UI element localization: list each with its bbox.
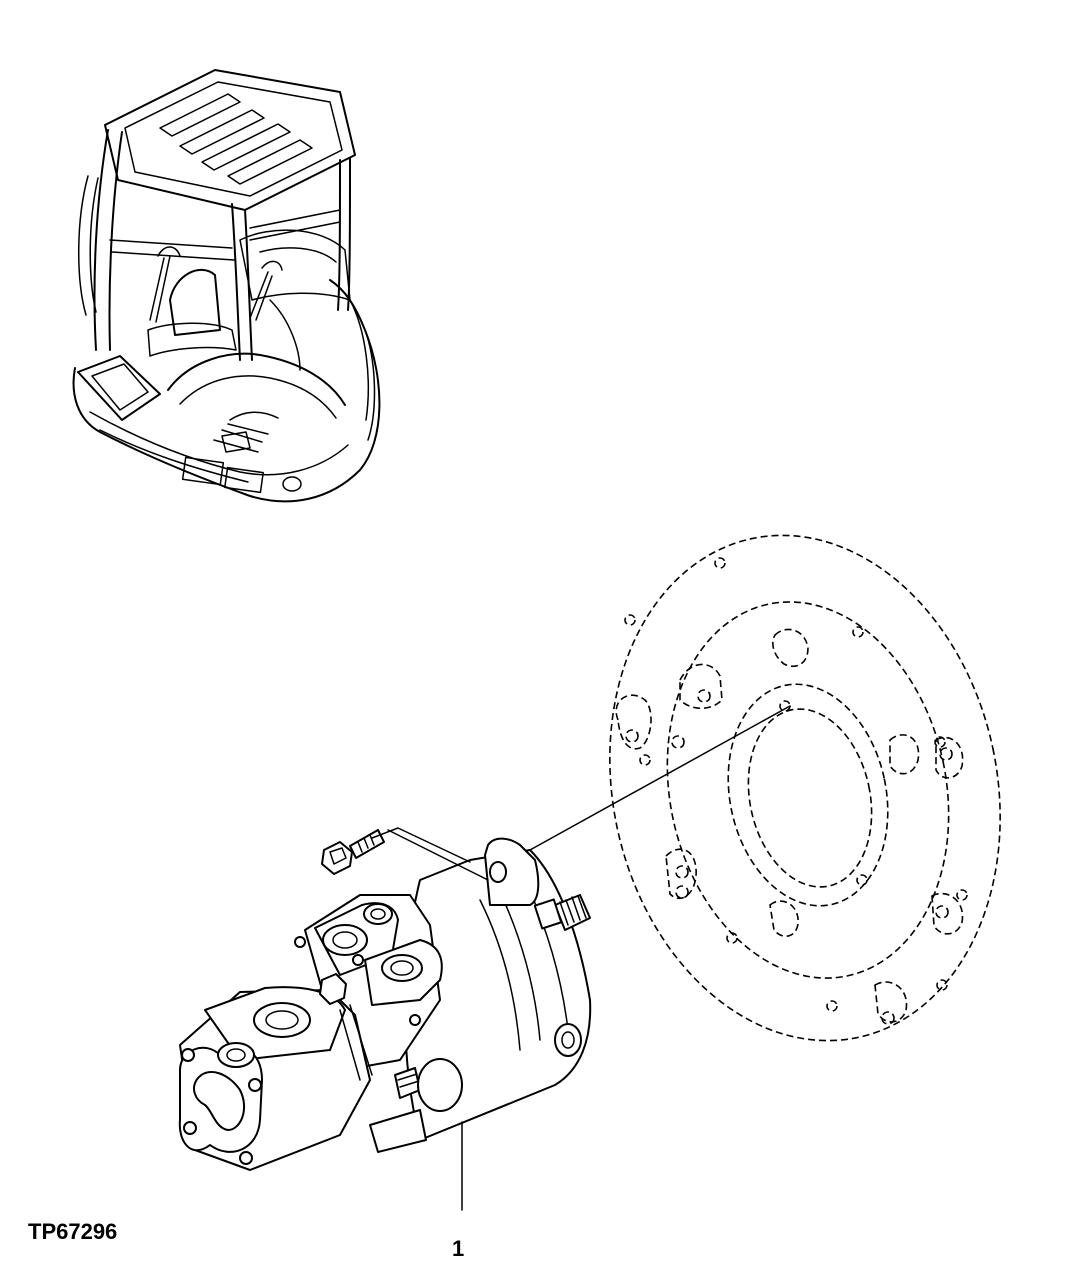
machine-overview-illustration xyxy=(72,69,381,503)
hydraulic-pump-illustration xyxy=(178,837,592,1171)
mounting-flange-illustration xyxy=(609,534,1001,1042)
figure-id-label: TP67296 xyxy=(28,1219,118,1244)
assembly-lines xyxy=(371,705,791,1211)
callout-number-label: 1 xyxy=(452,1236,465,1261)
